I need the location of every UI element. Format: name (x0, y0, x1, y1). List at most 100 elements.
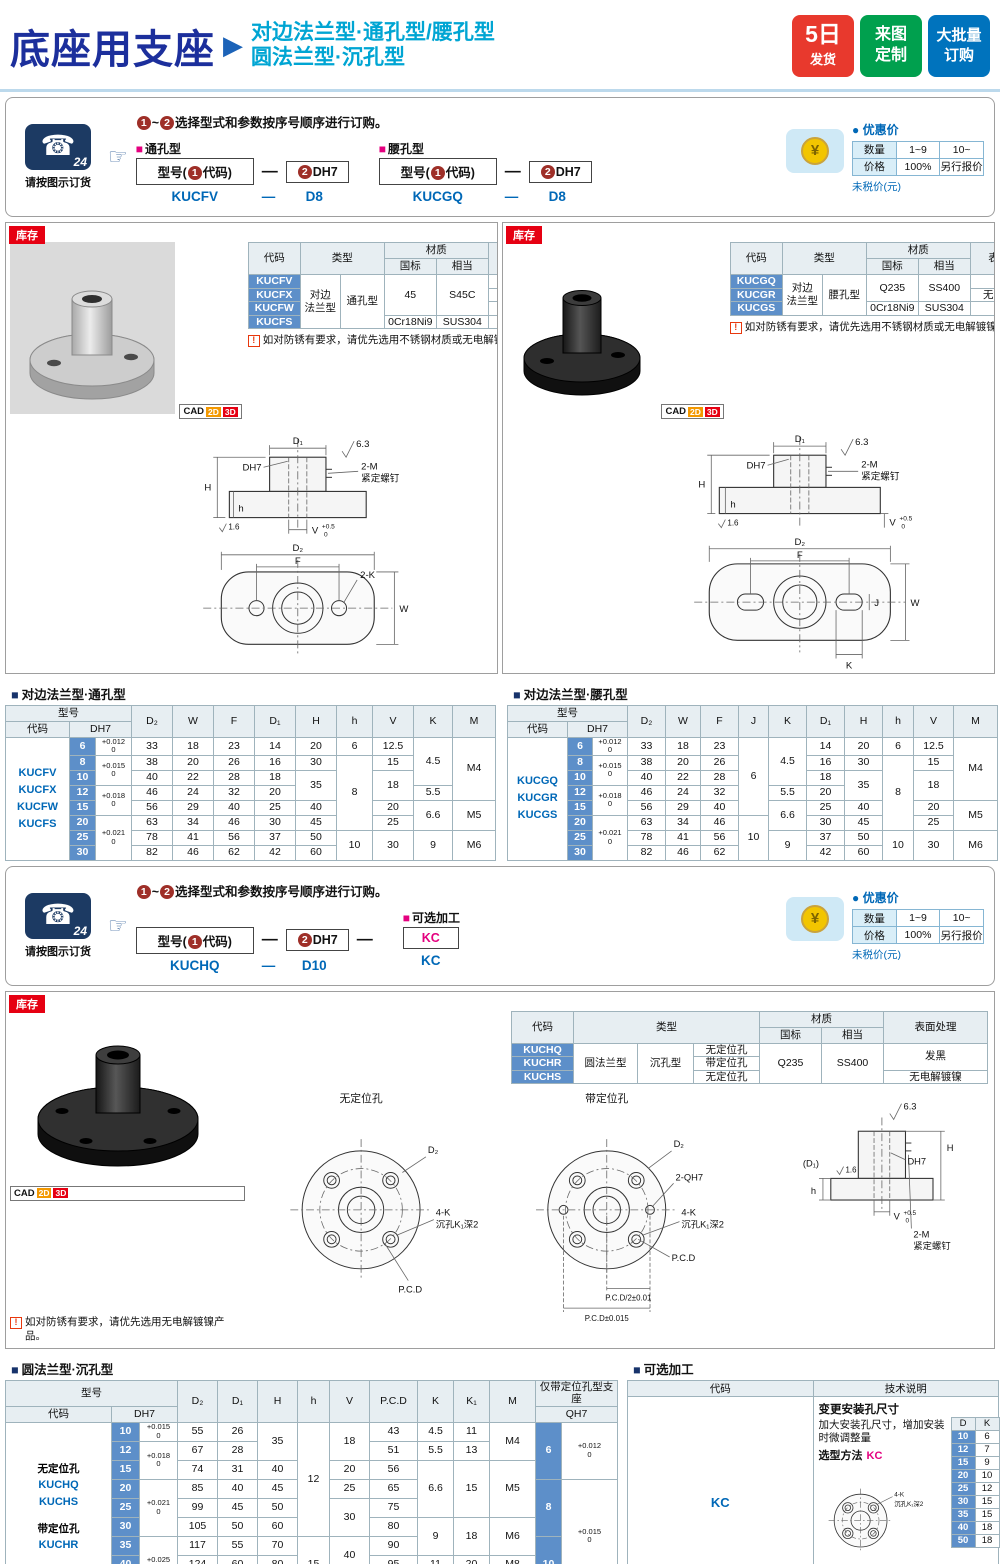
dim-pcd-full: P.C.D±0.015 (585, 1314, 630, 1323)
column-header: 材质 (865, 242, 971, 259)
table-cell: 51 (369, 1440, 418, 1461)
table-cell: 30 (372, 829, 414, 861)
column-header: 相当 (435, 258, 489, 275)
column-header: 代码 (507, 721, 568, 738)
table-cell: 11 (417, 1554, 454, 1564)
cad-badge[interactable]: CAD 2D 3D (179, 404, 242, 419)
kc-drawing: 4-K 沉孔K₁深2 (828, 1488, 923, 1553)
column-header: QH7 (535, 1405, 618, 1423)
discount-price-title: ● 优惠价 (852, 891, 899, 905)
table-cell: 20 (950, 1468, 976, 1483)
example-code: KUCFV (171, 189, 218, 204)
qty-range-1: 1~9 (895, 140, 941, 159)
table-cell: 对边 法兰型 (299, 273, 341, 330)
table-cell: — (969, 301, 994, 316)
circled-1-icon: 1 (187, 166, 202, 180)
table-cell: 23 (700, 737, 739, 756)
table-cell: 5.5 (417, 1440, 454, 1461)
cad-badge[interactable]: CAD 2D 3D (10, 1185, 245, 1201)
code-line: 无定位孔 (37, 1462, 80, 1475)
setscrew-label-1: 2-M (361, 461, 377, 472)
navy-square-icon: ■ (11, 688, 19, 702)
navy-square-icon: ■ (513, 688, 521, 702)
column-header: D₂ (177, 1379, 218, 1423)
example-part-number: KUCGQ — D8 (379, 189, 592, 204)
table-cell: 15 (567, 799, 593, 816)
column-header: D₁ (254, 705, 296, 738)
spec-through-title: ■对边法兰型·通孔型 (11, 688, 126, 702)
dim-k: K (846, 661, 853, 672)
table-cell: 18 (254, 769, 296, 786)
phone-order-block: ☎ 24 请按图示订货 (16, 892, 100, 959)
discount-price-title: ● 优惠价 (852, 122, 899, 137)
dim-d2: D₂ (292, 543, 303, 554)
price-label: 价格 (852, 926, 897, 944)
technical-drawing-round: 无定位孔 带定位孔 (290, 1091, 954, 1323)
column-header: DH7 (111, 1405, 178, 1423)
dim-h: h (730, 500, 735, 511)
subtitle-line1: 对边法兰型·通孔型/腰孔型 (251, 21, 495, 45)
column-header: 型号 (5, 705, 132, 722)
kc-method-code: KC (866, 1449, 883, 1462)
table-cell: 通孔型 (339, 273, 385, 330)
dash: — (356, 931, 373, 948)
table-cell: 16 (806, 754, 845, 771)
table-cell: 32 (213, 784, 255, 801)
table-cell: 20 (329, 1459, 370, 1480)
example-size: D8 (305, 189, 323, 204)
price-2: 另行报价 (939, 926, 984, 944)
column-header: h (297, 1379, 330, 1423)
table-cell: 10 (535, 1535, 562, 1564)
table-cell: 60 (257, 1516, 298, 1537)
roughness-1-6: 1.6 (228, 523, 240, 532)
cad-badge[interactable]: CAD 2D 3D (661, 404, 724, 419)
table-cell: 40 (627, 769, 666, 786)
table-cell: M6 (452, 829, 496, 861)
table-cell: M6 (489, 1516, 536, 1556)
table-cell: 28 (213, 769, 255, 786)
table-cell: 25 (372, 814, 414, 831)
table-cell: 95 (369, 1554, 418, 1564)
column-header: V (913, 705, 954, 738)
table-cell: 25 (567, 829, 593, 846)
dim-d2: D₂ (795, 537, 806, 548)
table-cell: 6 (738, 737, 769, 816)
code-line: KUCGS (517, 809, 558, 822)
table-cell: 无电解镀镍 (883, 1069, 988, 1085)
table-cell: 30 (69, 844, 96, 861)
table-cell: 60 (295, 844, 337, 861)
table-cell: 35 (844, 769, 883, 801)
dim-w: W (910, 598, 919, 609)
table-cell: 无定位孔 (693, 1042, 760, 1058)
tax-note: 未税价(元) (852, 949, 901, 961)
column-header: P.C.D (369, 1379, 418, 1423)
column-header: H (295, 705, 337, 738)
table-cell: 20 (844, 737, 883, 756)
table-cell: 14 (806, 737, 845, 756)
roughness-6-3: 6.3 (356, 439, 369, 450)
qty-range-2: 10~ (939, 909, 984, 927)
table-cell: 40 (131, 769, 173, 786)
table-cell: 34 (665, 814, 701, 831)
table-cell: 6 (882, 737, 914, 756)
column-header: 型号 (5, 1379, 178, 1407)
code-line: KUCFV (18, 766, 57, 779)
table-cell: 60 (217, 1554, 258, 1564)
table-cell: KUCFV (247, 274, 301, 289)
arrow-icon: ▶ (223, 30, 243, 60)
table-cell: 46 (131, 784, 173, 801)
instruction-text: 选择型式和参数按序号顺序进行订购。 (175, 116, 388, 130)
table-cell: 82 (627, 844, 666, 861)
table-cell: 15 (913, 754, 954, 771)
dim-h: h (238, 504, 243, 515)
column-header: 表面处理 (883, 1010, 988, 1044)
